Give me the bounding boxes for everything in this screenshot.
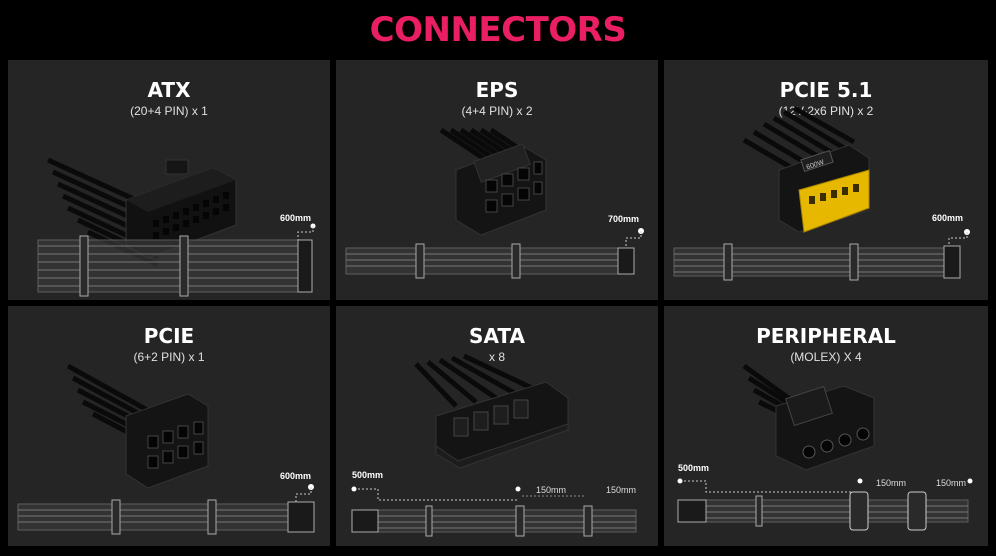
cable-length-label: 600mm [280,213,311,223]
connector-spec: (20+4 PIN) x 1 [130,104,208,118]
cable-length-label: 500mm [678,463,709,473]
cable-length-label: 700mm [608,214,639,224]
sata-wires-icon [414,353,538,408]
page-title: CONNECTORS [369,10,627,50]
connector-name: PCIE [143,324,195,348]
connector-name: ATX [147,78,191,102]
segment-length-label: 150mm [606,485,636,495]
segment-length-label: 150mm [876,478,906,488]
eps-cable-icon [345,247,619,275]
pcie51-plug-icon: 600W [778,144,870,233]
pcie-cable-icon [17,503,291,531]
peripheral-connector-illustration: 500mm 150mm 150mm [677,363,973,531]
connector-card-pcie51: PCIE 5.1 (12V-2x6 PIN) x 2 600W 600mm [664,60,988,300]
connector-card-atx: ATX (20+4 PIN) x 1 600mm [8,60,330,300]
connector-name: PERIPHERAL [756,324,896,348]
atx-connector-illustration: 600mm [37,157,316,297]
eps-plug-icon [455,143,547,236]
connector-name: PCIE 5.1 [779,78,873,102]
connector-spec: x 8 [488,350,505,364]
pcie-plug-icon [125,393,209,489]
sata-plug-icon [435,381,569,469]
connector-spec: (6+2 PIN) x 1 [133,350,205,364]
cable-length-label: 500mm [352,470,383,480]
cable-length-label: 600mm [280,471,311,481]
sata-cable-icon [375,509,637,533]
pcie-connector-illustration: 600mm [17,363,315,535]
connector-spec: (MOLEX) X 4 [790,350,862,364]
molex-plug-icon [775,385,875,471]
sata-connector-illustration: 500mm 150mm 150mm [351,353,637,537]
connector-card-peripheral: PERIPHERAL (MOLEX) X 4 500mm 150mm 150mm [664,306,988,546]
eps-connector-illustration: 700mm [345,127,644,279]
connector-name: EPS [475,78,519,102]
connector-card-sata: SATA x 8 500mm 150mm 150mm [336,306,658,546]
connector-spec: (4+4 PIN) x 2 [461,104,533,118]
connector-name: SATA [469,324,525,348]
segment-length-label: 150mm [536,485,566,495]
peripheral-cable-icon [705,499,969,523]
connector-card-pcie: PCIE (6+2 PIN) x 1 600mm [8,306,330,546]
connector-card-eps: EPS (4+4 PIN) x 2 700mm [336,60,658,300]
pcie51-cable-icon [673,247,945,277]
pcie51-wires-icon [742,105,856,178]
atx-cable-icon [37,239,307,293]
cable-length-label: 600mm [932,213,963,223]
segment-length-label: 150mm [936,478,966,488]
pcie51-connector-illustration: 600W 600mm [673,105,970,281]
